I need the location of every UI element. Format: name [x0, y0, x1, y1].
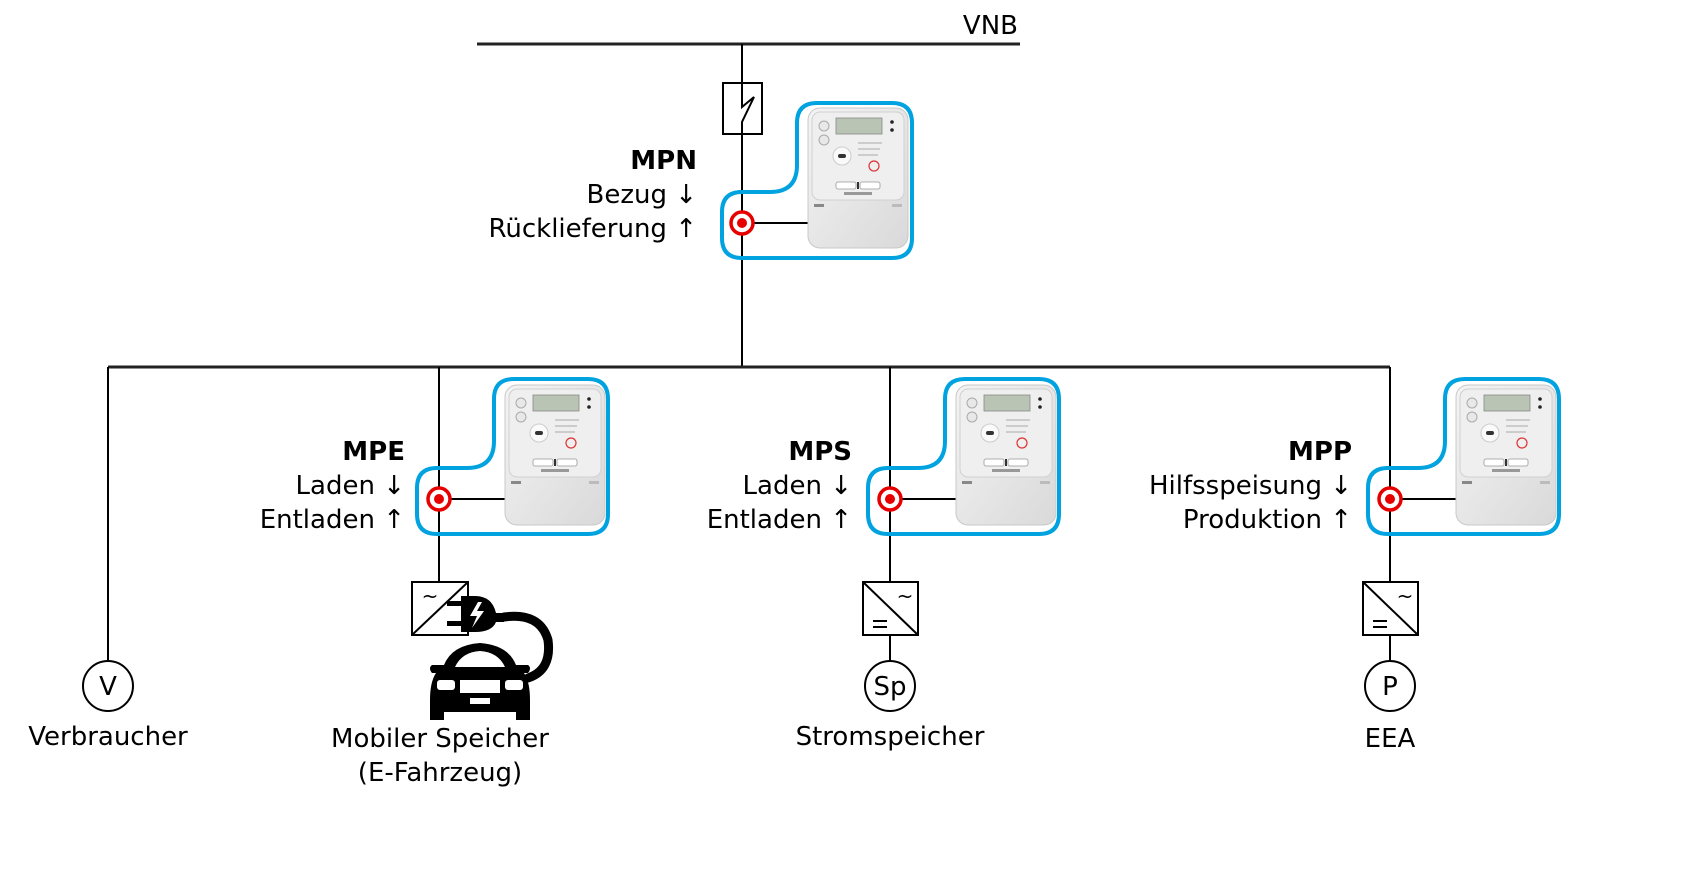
- meter-device-mpn: [807, 107, 909, 249]
- device-pv[interactable]: ~ P EEA: [1362, 581, 1419, 754]
- meter-title-mpe: MPE: [342, 437, 405, 467]
- meter-outline-mps: [866, 377, 1061, 536]
- svg-text:~: ~: [897, 584, 914, 608]
- ev-label-sub: (E-Fahrzeug): [358, 758, 522, 788]
- meter-title-mpn: MPN: [630, 146, 697, 176]
- meter-device-mpp: [1455, 384, 1557, 526]
- pv-label: EEA: [1365, 724, 1416, 754]
- meter-line1-mpp: Hilfsspeisung ↓: [1149, 471, 1352, 501]
- meter-group-mpe[interactable]: MPE Laden ↓ Entladen ↑: [260, 377, 610, 536]
- storage-symbol-letters: Sp: [873, 672, 906, 702]
- meter-group-mpn[interactable]: MPN Bezug ↓ Rücklieferung ↑: [488, 101, 914, 260]
- meter-outline-mpe: [415, 377, 610, 536]
- pv-symbol: [1364, 660, 1416, 712]
- meter-line2-mps: Entladen ↑: [707, 505, 852, 535]
- ev-label: Mobiler Speicher: [331, 724, 549, 754]
- meter-line2-mpn: Rücklieferung ↑: [488, 214, 697, 244]
- meter-group-mps[interactable]: MPS Laden ↓ Entladen ↑: [707, 377, 1061, 536]
- pv-converter-symbol: ~: [1362, 581, 1419, 636]
- meter-line1-mpn: Bezug ↓: [586, 180, 697, 210]
- ev-plug-icon: [447, 596, 554, 683]
- meter-outline-mpn: [720, 101, 914, 260]
- meter-group-mpp[interactable]: MPP Hilfsspeisung ↓ Produktion ↑: [1149, 377, 1561, 536]
- meter-outline-mpp: [1366, 377, 1561, 536]
- meter-line2-mpe: Entladen ↑: [260, 505, 405, 535]
- consumer-symbol-letter: V: [99, 672, 117, 702]
- device-consumer[interactable]: V Verbraucher: [28, 660, 188, 752]
- meter-device-mpe: [504, 384, 606, 526]
- svg-text:~: ~: [422, 584, 439, 608]
- storage-converter-symbol: ~: [862, 581, 919, 636]
- ev-car-icon: [430, 643, 530, 720]
- meter-title-mps: MPS: [788, 437, 852, 467]
- meter-line1-mpe: Laden ↓: [296, 471, 405, 501]
- meter-device-mps: [955, 384, 1057, 526]
- consumer-label: Verbraucher: [28, 722, 188, 752]
- grid-label: VNB: [963, 11, 1018, 41]
- pv-symbol-letter: P: [1382, 672, 1398, 702]
- main-switch-symbol: [722, 82, 763, 135]
- svg-text:~: ~: [1397, 584, 1414, 608]
- meter-line1-mps: Laden ↓: [743, 471, 852, 501]
- storage-label: Stromspeicher: [796, 722, 985, 752]
- storage-symbol: [864, 660, 916, 712]
- consumer-symbol: [82, 660, 134, 712]
- device-storage[interactable]: ~ Sp Stromspeicher: [796, 581, 985, 752]
- meter-title-mpp: MPP: [1288, 437, 1352, 467]
- meter-line2-mpp: Produktion ↑: [1183, 505, 1352, 535]
- device-ev[interactable]: ~ Mobiler Speicher (E-Fahrzeug): [331, 581, 554, 788]
- ev-converter-symbol: ~: [411, 581, 469, 636]
